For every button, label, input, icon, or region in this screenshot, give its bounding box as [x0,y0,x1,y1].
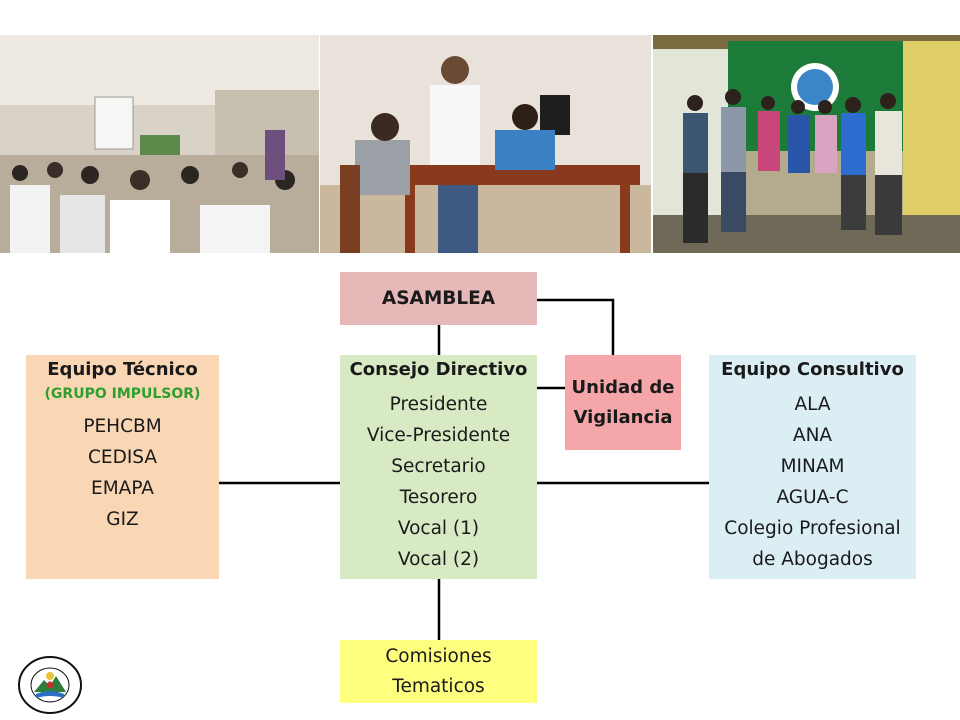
equipo-tecnico-item: CEDISA [87,447,158,468]
meeting-audience-photo [0,35,319,253]
unidad-vigilancia-title-line2: Vigilancia [573,406,673,428]
equipo-tecnico-title: Equipo Técnico [47,359,198,380]
consejo-directivo-box: Consejo Directivo Presidente Vice-Presid… [340,355,537,579]
equipo-consultivo-item: MINAM [780,456,845,477]
group-photo-with-banner [653,35,960,253]
equipo-consultivo-title: Equipo Consultivo [721,359,904,380]
consejo-directivo-item: Vocal (2) [397,549,480,570]
consejo-directivo-item: Presidente [389,394,488,415]
equipo-consultivo-item: de Abogados [752,549,873,570]
comite-logo [16,654,84,716]
equipo-consultivo-box: Equipo Consultivo ALA ANA MINAM AGUA-C C… [709,355,916,579]
equipo-consultivo-item: ALA [794,394,831,415]
equipo-consultivo-item: ANA [792,425,833,446]
asamblea-title: ASAMBLEA [381,287,496,309]
equipo-tecnico-item: PEHCBM [83,416,162,437]
equipo-tecnico-box: Equipo Técnico (GRUPO IMPULSOR) PEHCBM C… [26,355,219,579]
consejo-directivo-item: Secretario [391,456,486,477]
equipo-consultivo-item: AGUA-C [776,487,849,508]
comisiones-line2: Tematicos [392,675,485,697]
consejo-directivo-item: Tesorero [399,487,478,508]
speaker-at-table-photo [320,35,651,253]
asamblea-box: ASAMBLEA [340,272,537,325]
equipo-tecnico-item: GIZ [106,509,139,530]
equipo-tecnico-item: EMAPA [91,478,154,499]
unidad-vigilancia-title-line1: Unidad de [571,376,675,398]
equipo-consultivo-item: Colegio Profesional [724,518,901,539]
consejo-directivo-title: Consejo Directivo [349,359,528,380]
comisiones-line1: Comisiones [385,645,492,667]
consejo-directivo-item: Vocal (1) [397,518,480,539]
unidad-vigilancia-box: Unidad de Vigilancia [565,355,681,450]
comisiones-box: Comisiones Tematicos [340,640,537,703]
equipo-tecnico-subtitle: (GRUPO IMPULSOR) [44,386,201,402]
consejo-directivo-item: Vice-Presidente [366,425,511,446]
